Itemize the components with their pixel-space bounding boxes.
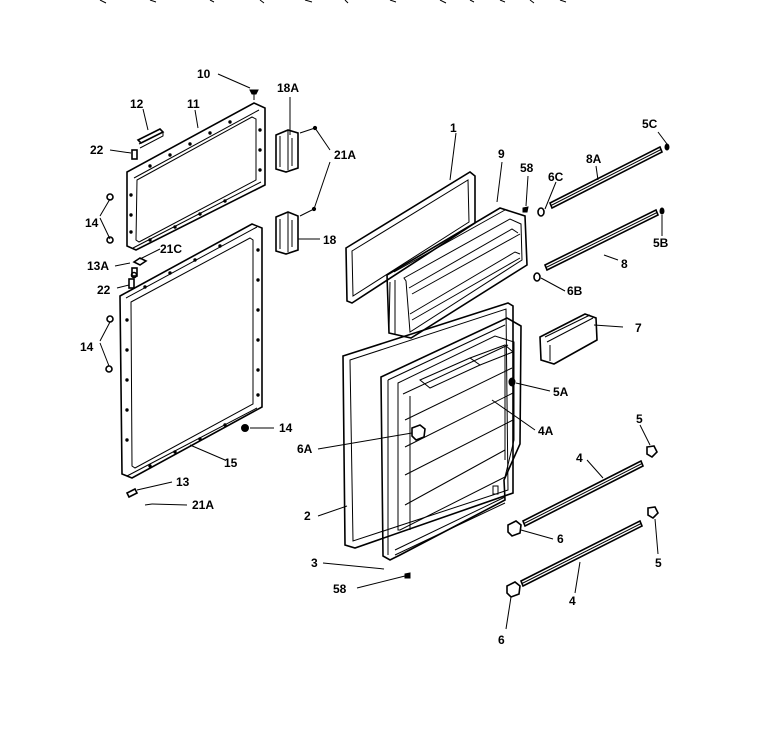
stop-6-low bbox=[506, 581, 521, 598]
gasket-dots-upper bbox=[129, 120, 262, 242]
label-3: 3 bbox=[311, 556, 318, 570]
food-door-gasket-part bbox=[119, 223, 263, 479]
label-6b: 6B bbox=[567, 284, 583, 298]
screw-58-lower-part bbox=[404, 572, 411, 579]
freezer-door-liner-part bbox=[386, 207, 528, 339]
plug-22-lower-part bbox=[128, 278, 135, 289]
label-58-lower: 58 bbox=[333, 582, 347, 596]
label-21c: 21C bbox=[160, 242, 182, 256]
label-7: 7 bbox=[635, 321, 642, 335]
label-5-lower: 5 bbox=[655, 556, 662, 570]
plug-22-upper-part bbox=[131, 149, 138, 160]
gasket-dots-lower bbox=[125, 244, 260, 468]
label-6-lower: 6 bbox=[498, 633, 505, 647]
screw-14-upper-parts bbox=[106, 193, 114, 244]
label-6a: 6A bbox=[297, 442, 313, 456]
label-13a: 13A bbox=[87, 259, 109, 273]
freezer-door-gasket-part bbox=[126, 102, 266, 251]
label-58-upper: 58 bbox=[520, 161, 534, 175]
label-5b: 5B bbox=[653, 236, 669, 250]
label-15: 15 bbox=[224, 456, 238, 470]
stop-6b-part bbox=[533, 272, 541, 282]
label-8a: 8A bbox=[586, 152, 602, 166]
top-edge-marks bbox=[99, 0, 567, 4]
label-5a: 5A bbox=[553, 385, 569, 399]
label-1: 1 bbox=[450, 121, 457, 135]
label-2: 2 bbox=[304, 509, 311, 523]
door-bar-4-lower-part bbox=[519, 519, 644, 588]
freezer-handle-trim-part bbox=[136, 128, 165, 149]
stop-6a-part bbox=[411, 424, 426, 441]
label-11: 11 bbox=[187, 97, 200, 111]
end-cap-5-lower bbox=[647, 506, 659, 520]
food-door-outer-gasket-part bbox=[342, 302, 514, 549]
door-bar-4-upper-part bbox=[521, 459, 645, 528]
shelf-rail-8a-part bbox=[548, 145, 664, 210]
label-18: 18 bbox=[323, 233, 337, 247]
label-5-upper: 5 bbox=[636, 412, 643, 426]
label-18a: 18A bbox=[277, 81, 299, 95]
stop-6-mid bbox=[507, 520, 522, 537]
label-21a-lower: 21A bbox=[192, 498, 214, 512]
label-13: 13 bbox=[176, 475, 190, 489]
label-4a: 4A bbox=[538, 424, 554, 438]
end-cap-5-upper bbox=[646, 445, 658, 459]
label-4-upper: 4 bbox=[576, 451, 583, 465]
part-number-labels: 10 12 11 22 14 13A 21C 22 14 14 15 13 21… bbox=[80, 67, 669, 647]
label-5c: 5C bbox=[642, 117, 658, 131]
hinge-18a-part bbox=[275, 129, 299, 173]
label-6c: 6C bbox=[548, 170, 564, 184]
label-21a-hinge: 21A bbox=[334, 148, 356, 162]
label-14-right: 14 bbox=[279, 421, 293, 435]
label-22-upper: 22 bbox=[90, 143, 104, 157]
label-12: 12 bbox=[130, 97, 144, 111]
screw-14-lower-parts bbox=[105, 315, 249, 432]
label-10: 10 bbox=[197, 67, 211, 81]
shelf-rail-8-part bbox=[543, 208, 660, 272]
label-4-lower: 4 bbox=[569, 594, 576, 608]
label-8: 8 bbox=[621, 257, 628, 271]
label-22-lower: 22 bbox=[97, 283, 111, 297]
screw-10-part bbox=[249, 89, 259, 100]
label-6-mid: 6 bbox=[557, 532, 564, 546]
label-14-lower: 14 bbox=[80, 340, 94, 354]
leader-lines bbox=[99, 73, 668, 630]
dairy-door-part bbox=[539, 313, 598, 365]
bracket-13-21a-parts bbox=[125, 487, 153, 506]
hinge-18-part bbox=[275, 211, 299, 255]
label-9: 9 bbox=[498, 147, 505, 161]
food-door-liner-part bbox=[380, 317, 522, 561]
hinge-screws-21a bbox=[311, 125, 318, 212]
stop-6c-part bbox=[537, 207, 545, 217]
end-caps-5c-5b bbox=[659, 143, 670, 215]
clip-5a-part bbox=[508, 377, 516, 387]
label-14-upper: 14 bbox=[85, 216, 99, 230]
bracket-13a-21c-parts bbox=[130, 257, 148, 279]
screw-58-upper-part bbox=[522, 206, 529, 213]
